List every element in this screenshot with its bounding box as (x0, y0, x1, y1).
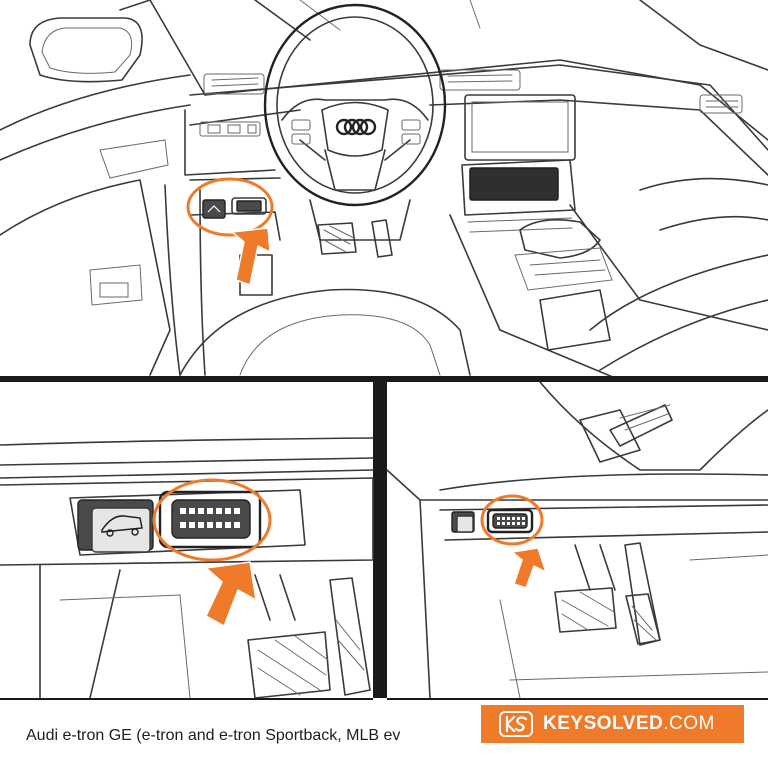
obd-closeup-panel (0, 382, 387, 700)
brand-name: KEYSOLVED.COM (543, 713, 715, 735)
keysolved-logo-icon (499, 711, 533, 737)
brand-badge[interactable]: KEYSOLVED.COM (481, 705, 744, 743)
brand-name-suffix: .COM (663, 713, 715, 734)
caption: Audi e-tron GE (e-tron and e-tron Sportb… (26, 727, 401, 744)
cabin-overview-panel (0, 0, 768, 382)
driver-footwell-panel (386, 381, 768, 700)
brand-name-main: KEYSOLVED (543, 713, 664, 734)
